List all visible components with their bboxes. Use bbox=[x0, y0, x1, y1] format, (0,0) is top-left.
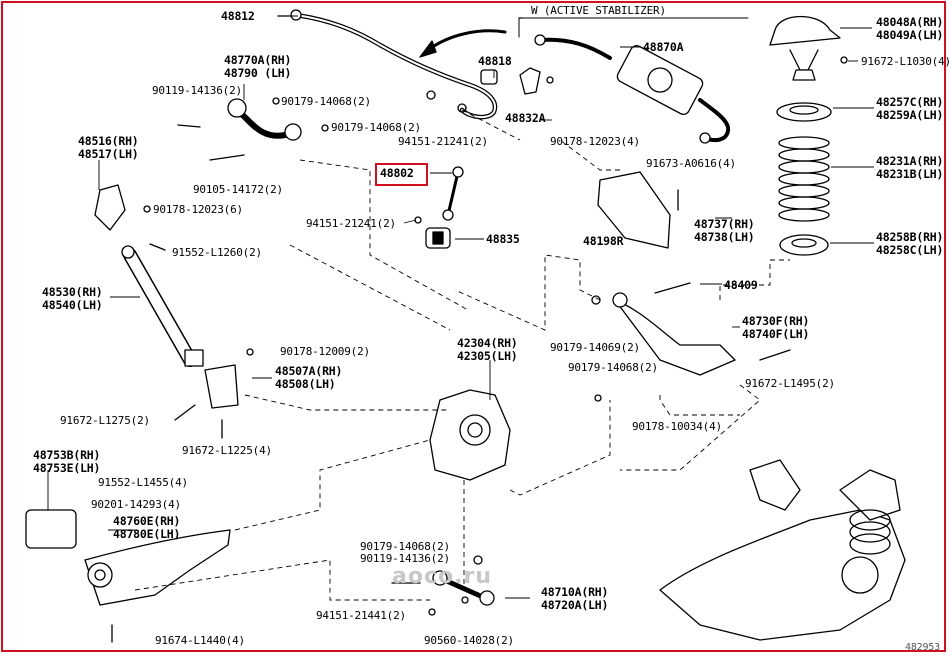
label-91552-L1455[interactable]: 91552-L1455(4) bbox=[98, 476, 188, 489]
label-48812[interactable]: 48812 bbox=[221, 9, 255, 23]
watermark: aoco.ru bbox=[392, 564, 492, 589]
label-90178-12009[interactable]: 90178-12009(2) bbox=[280, 345, 370, 358]
label-48710A[interactable]: 48710A(RH) bbox=[541, 585, 609, 599]
stabilizer-actuator bbox=[616, 45, 704, 115]
upper-support bbox=[769, 16, 841, 46]
active-stabilizer-bracket bbox=[518, 17, 749, 38]
label-90178-10034[interactable]: 90178-10034(4) bbox=[632, 420, 722, 433]
label-90179-14068-2d[interactable]: 90179-14068(2) bbox=[360, 540, 450, 553]
label-48753E[interactable]: 48753E(LH) bbox=[33, 461, 101, 475]
label-91674-L1440[interactable]: 91674-L1440(4) bbox=[155, 634, 245, 647]
label-90179-14068-2c[interactable]: 90179-14068(2) bbox=[568, 361, 658, 374]
label-48753B[interactable]: 48753B(RH) bbox=[33, 448, 101, 462]
label-48409[interactable]: 48409 bbox=[724, 278, 758, 292]
label-90179-14068-2b[interactable]: 90179-14068(2) bbox=[331, 121, 421, 134]
label-48530[interactable]: 48530(RH) bbox=[42, 285, 103, 299]
assembly-view bbox=[659, 459, 906, 641]
label-48257C[interactable]: 48257C(RH) bbox=[876, 95, 944, 109]
label-48259A[interactable]: 48259A(LH) bbox=[876, 108, 944, 122]
bracket-48832A bbox=[519, 67, 541, 95]
label-48835[interactable]: 48835 bbox=[486, 232, 520, 246]
label-48231B[interactable]: 48231B(LH) bbox=[876, 167, 944, 181]
label-91672-L1275[interactable]: 91672-L1275(2) bbox=[60, 414, 150, 427]
toe-arm bbox=[437, 575, 488, 601]
label-48048A[interactable]: 48048A(RH) bbox=[876, 15, 944, 29]
label-48516[interactable]: 48516(RH) bbox=[78, 134, 139, 148]
label-90178-12023-4[interactable]: 90178-12023(4) bbox=[550, 135, 640, 148]
highlight-box-48802 bbox=[375, 163, 428, 186]
label-48730F[interactable]: 48730F(RH) bbox=[742, 314, 810, 328]
label-48720A[interactable]: 48720A(LH) bbox=[541, 598, 609, 612]
label-48198R[interactable]: 48198R bbox=[583, 234, 624, 248]
arm-cover bbox=[25, 509, 77, 549]
label-90119-14136-2b[interactable]: 90119-14136(2) bbox=[360, 552, 450, 565]
mudguard bbox=[597, 171, 671, 249]
header-note: W (ACTIVE STABILIZER) bbox=[531, 4, 666, 17]
label-91672-L1030[interactable]: 91672-L1030(4) bbox=[861, 55, 951, 68]
lower-spring-insulator bbox=[779, 234, 829, 256]
bushing-48818 bbox=[480, 69, 498, 85]
label-48737[interactable]: 48737(RH) bbox=[694, 217, 755, 231]
label-90560-14028[interactable]: 90560-14028(2) bbox=[424, 634, 514, 647]
upper-control-arm bbox=[614, 299, 736, 376]
label-91552-L1260[interactable]: 91552-L1260(2) bbox=[172, 246, 262, 259]
label-90179-14069[interactable]: 90179-14069(2) bbox=[550, 341, 640, 354]
coil-spring bbox=[778, 136, 830, 222]
corner-code: 482953 bbox=[905, 642, 940, 653]
label-48738[interactable]: 48738(LH) bbox=[694, 230, 755, 244]
label-48508[interactable]: 48508(LH) bbox=[275, 377, 336, 391]
label-48832A[interactable]: 48832A bbox=[505, 111, 546, 125]
label-90119-14136-2a[interactable]: 90119-14136(2) bbox=[152, 84, 242, 97]
label-91672-L1495[interactable]: 91672-L1495(2) bbox=[745, 377, 835, 390]
label-48258C[interactable]: 48258C(LH) bbox=[876, 243, 944, 257]
label-94151-21241-2a[interactable]: 94151-21241(2) bbox=[398, 135, 488, 148]
label-48740F[interactable]: 48740F(LH) bbox=[742, 327, 810, 341]
label-48540[interactable]: 48540(LH) bbox=[42, 298, 103, 312]
label-90201-14293[interactable]: 90201-14293(4) bbox=[91, 498, 181, 511]
bracket-48516 bbox=[94, 184, 126, 231]
label-48258B[interactable]: 48258B(RH) bbox=[876, 230, 944, 244]
label-48760E[interactable]: 48760E(RH) bbox=[113, 514, 181, 528]
stabilizer-link bbox=[446, 170, 460, 217]
shock-absorber bbox=[121, 243, 204, 367]
upper-spring-insulator bbox=[776, 102, 832, 122]
label-48770A[interactable]: 48770A(RH) bbox=[224, 53, 292, 67]
label-48790[interactable]: 48790 (LH) bbox=[224, 66, 292, 80]
label-94151-21241-2b[interactable]: 94151-21241(2) bbox=[306, 217, 396, 230]
label-42304[interactable]: 42304(RH) bbox=[457, 336, 518, 350]
label-91673-A0616[interactable]: 91673-A0616(4) bbox=[646, 157, 736, 170]
label-42305[interactable]: 42305(LH) bbox=[457, 349, 518, 363]
label-48517[interactable]: 48517(LH) bbox=[78, 147, 139, 161]
label-91672-L1225[interactable]: 91672-L1225(4) bbox=[182, 444, 272, 457]
label-90105-14172[interactable]: 90105-14172(2) bbox=[193, 183, 283, 196]
lower-arm bbox=[84, 529, 231, 606]
label-48780E[interactable]: 48780E(LH) bbox=[113, 527, 181, 541]
direction-arrow bbox=[426, 29, 507, 52]
label-94151-21441[interactable]: 94151-21441(2) bbox=[316, 609, 406, 622]
label-48231A[interactable]: 48231A(RH) bbox=[876, 154, 944, 168]
label-90178-12023-6[interactable]: 90178-12023(6) bbox=[153, 203, 243, 216]
label-48870A[interactable]: 48870A bbox=[643, 40, 684, 54]
label-48507A[interactable]: 48507A(RH) bbox=[275, 364, 343, 378]
label-90179-14068-2a[interactable]: 90179-14068(2) bbox=[281, 95, 371, 108]
label-48049A[interactable]: 48049A(LH) bbox=[876, 28, 944, 42]
label-48802[interactable]: 48802 bbox=[380, 166, 414, 180]
label-48818[interactable]: 48818 bbox=[478, 54, 512, 68]
bracket-48507A bbox=[204, 364, 239, 409]
